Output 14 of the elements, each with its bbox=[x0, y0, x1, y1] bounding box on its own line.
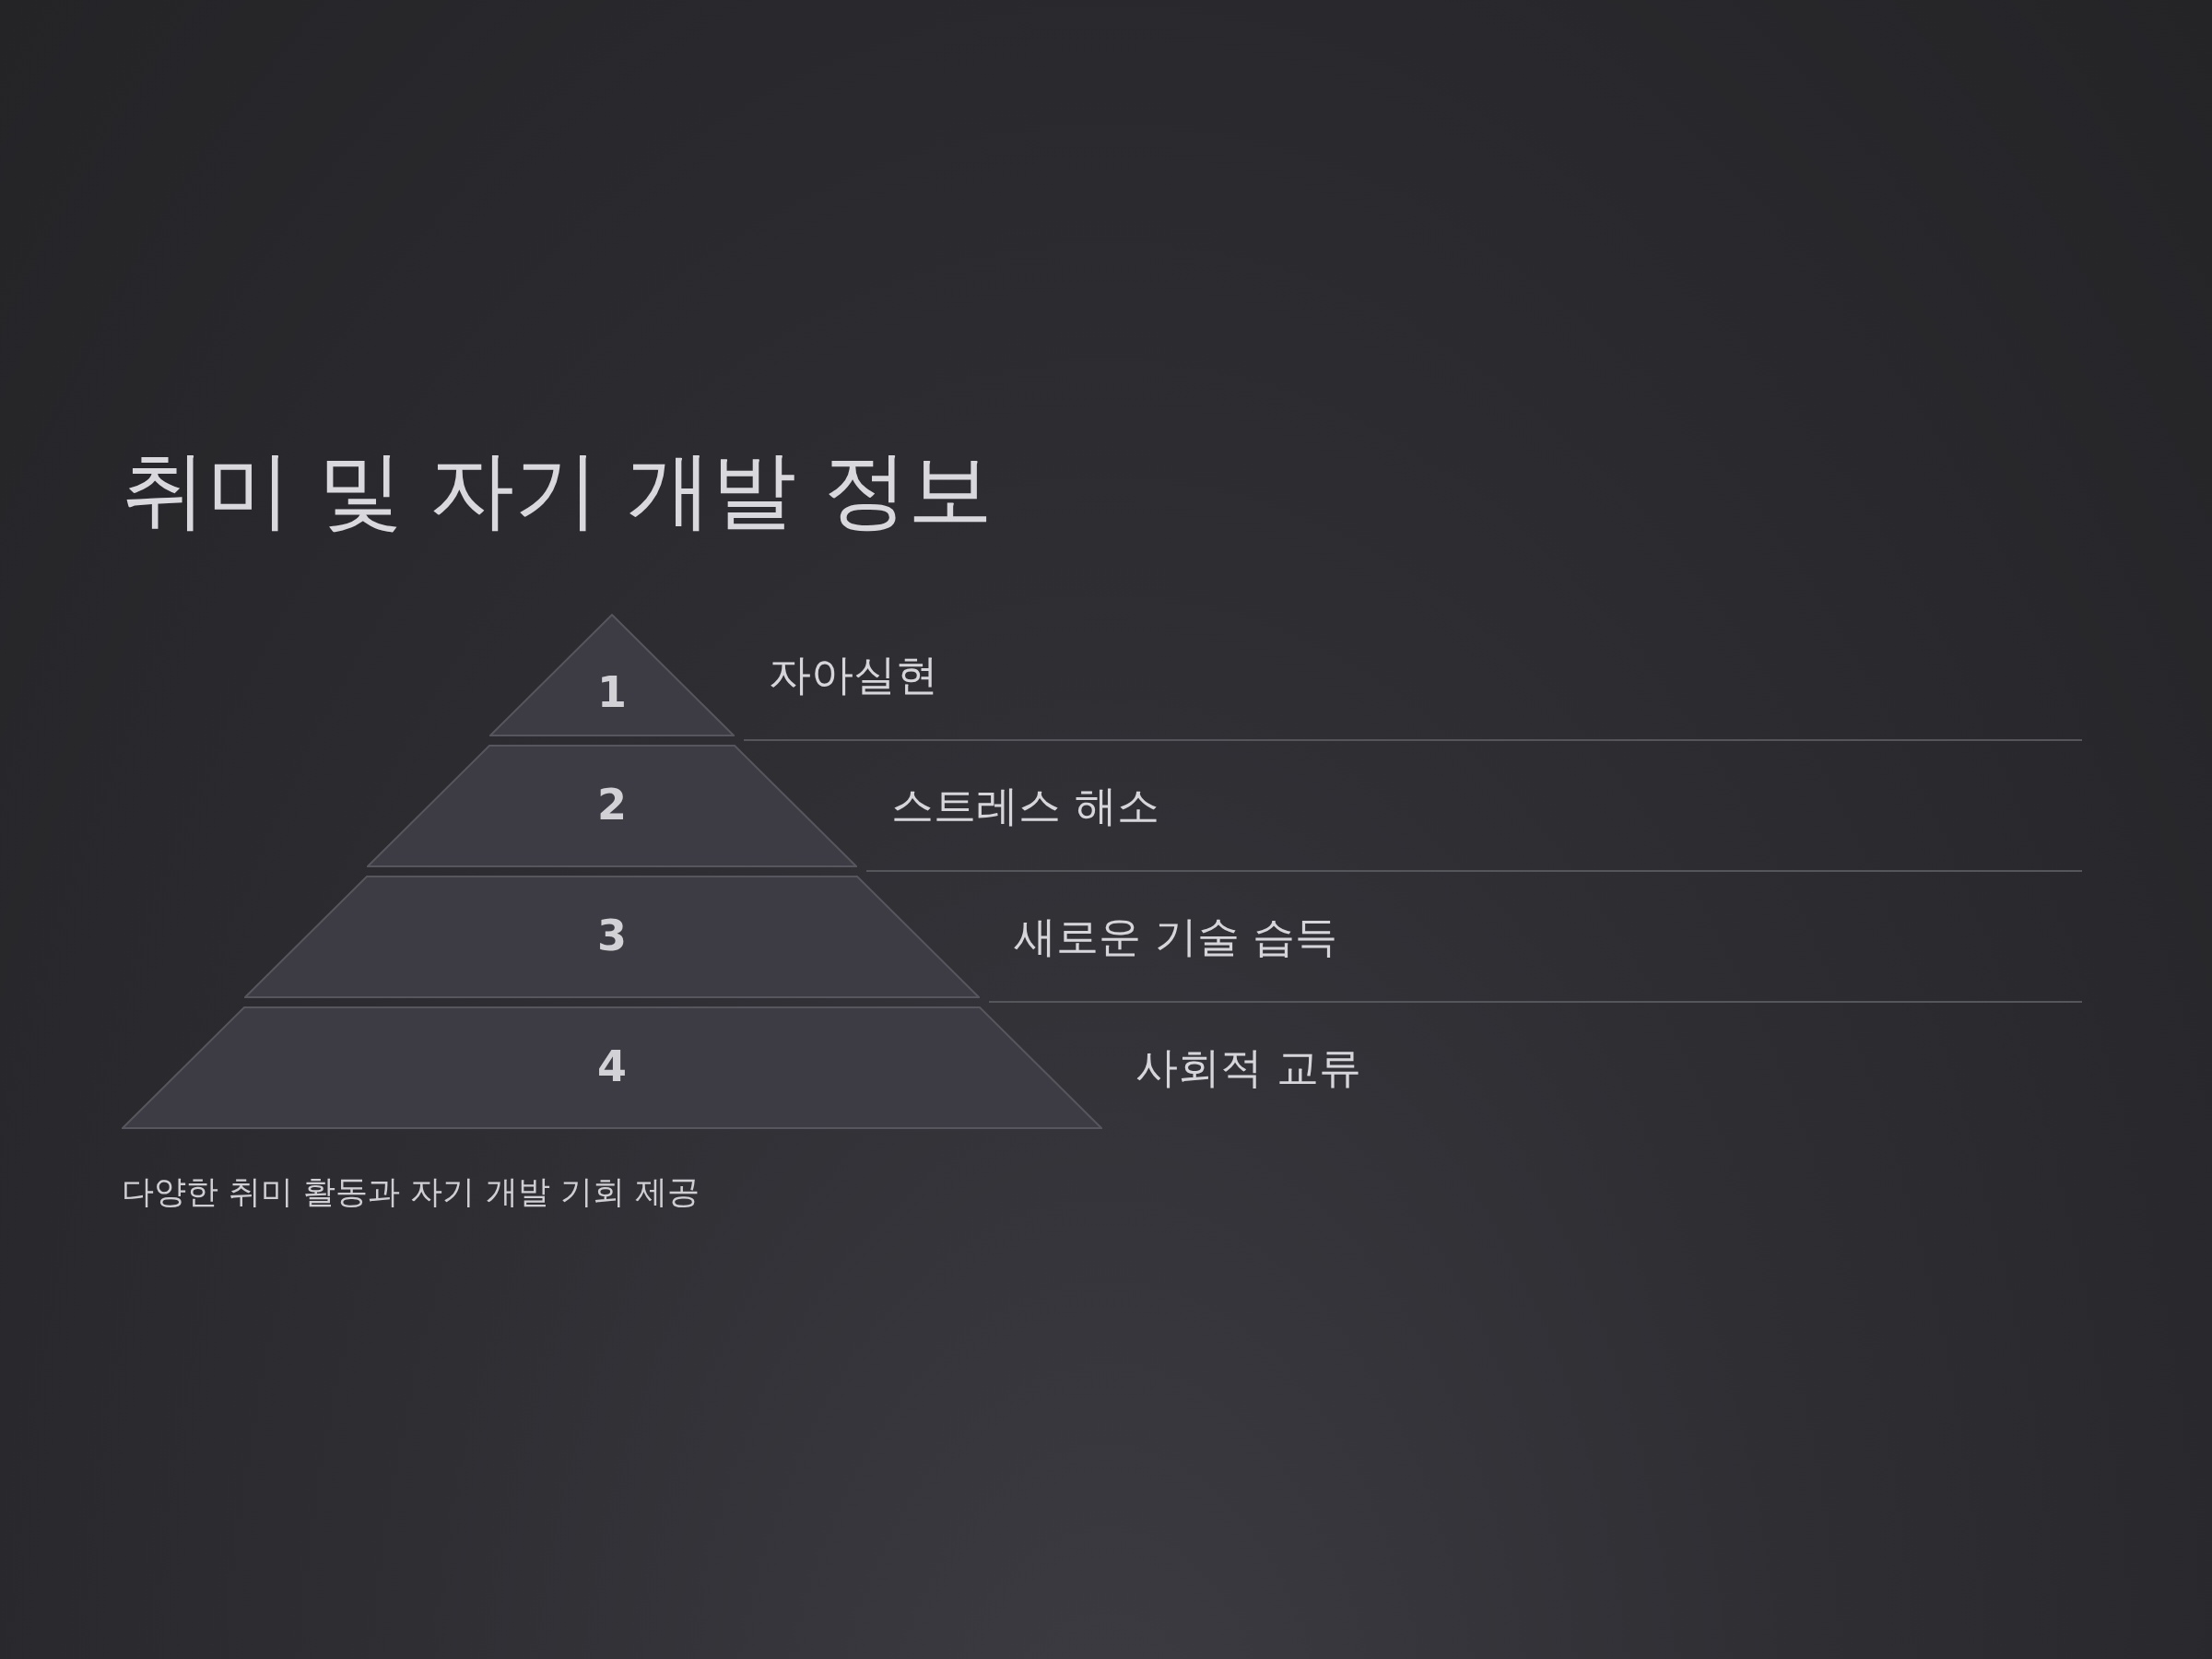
layer-label: 스트레스 해소 bbox=[891, 780, 1159, 832]
layer-number: 3 bbox=[597, 911, 627, 960]
layer-number: 1 bbox=[597, 667, 627, 717]
pyramid-layer bbox=[367, 745, 857, 867]
caption-text: 다양한 취미 활동과 자기 개발 기회 제공 bbox=[122, 1172, 700, 1212]
slide-title: 취미 및 자기 개발 정보 bbox=[122, 440, 993, 541]
pyramid-layer bbox=[489, 614, 735, 736]
pyramid-layer bbox=[122, 1006, 1102, 1129]
layer-number: 4 bbox=[597, 1041, 627, 1091]
layer-label: 사회적 교류 bbox=[1135, 1041, 1361, 1094]
layer-label: 자아실현 bbox=[769, 649, 938, 701]
layer-label: 새로운 기술 습득 bbox=[1014, 911, 1338, 963]
layer-number: 2 bbox=[597, 780, 627, 830]
pyramid-layer bbox=[244, 876, 980, 998]
